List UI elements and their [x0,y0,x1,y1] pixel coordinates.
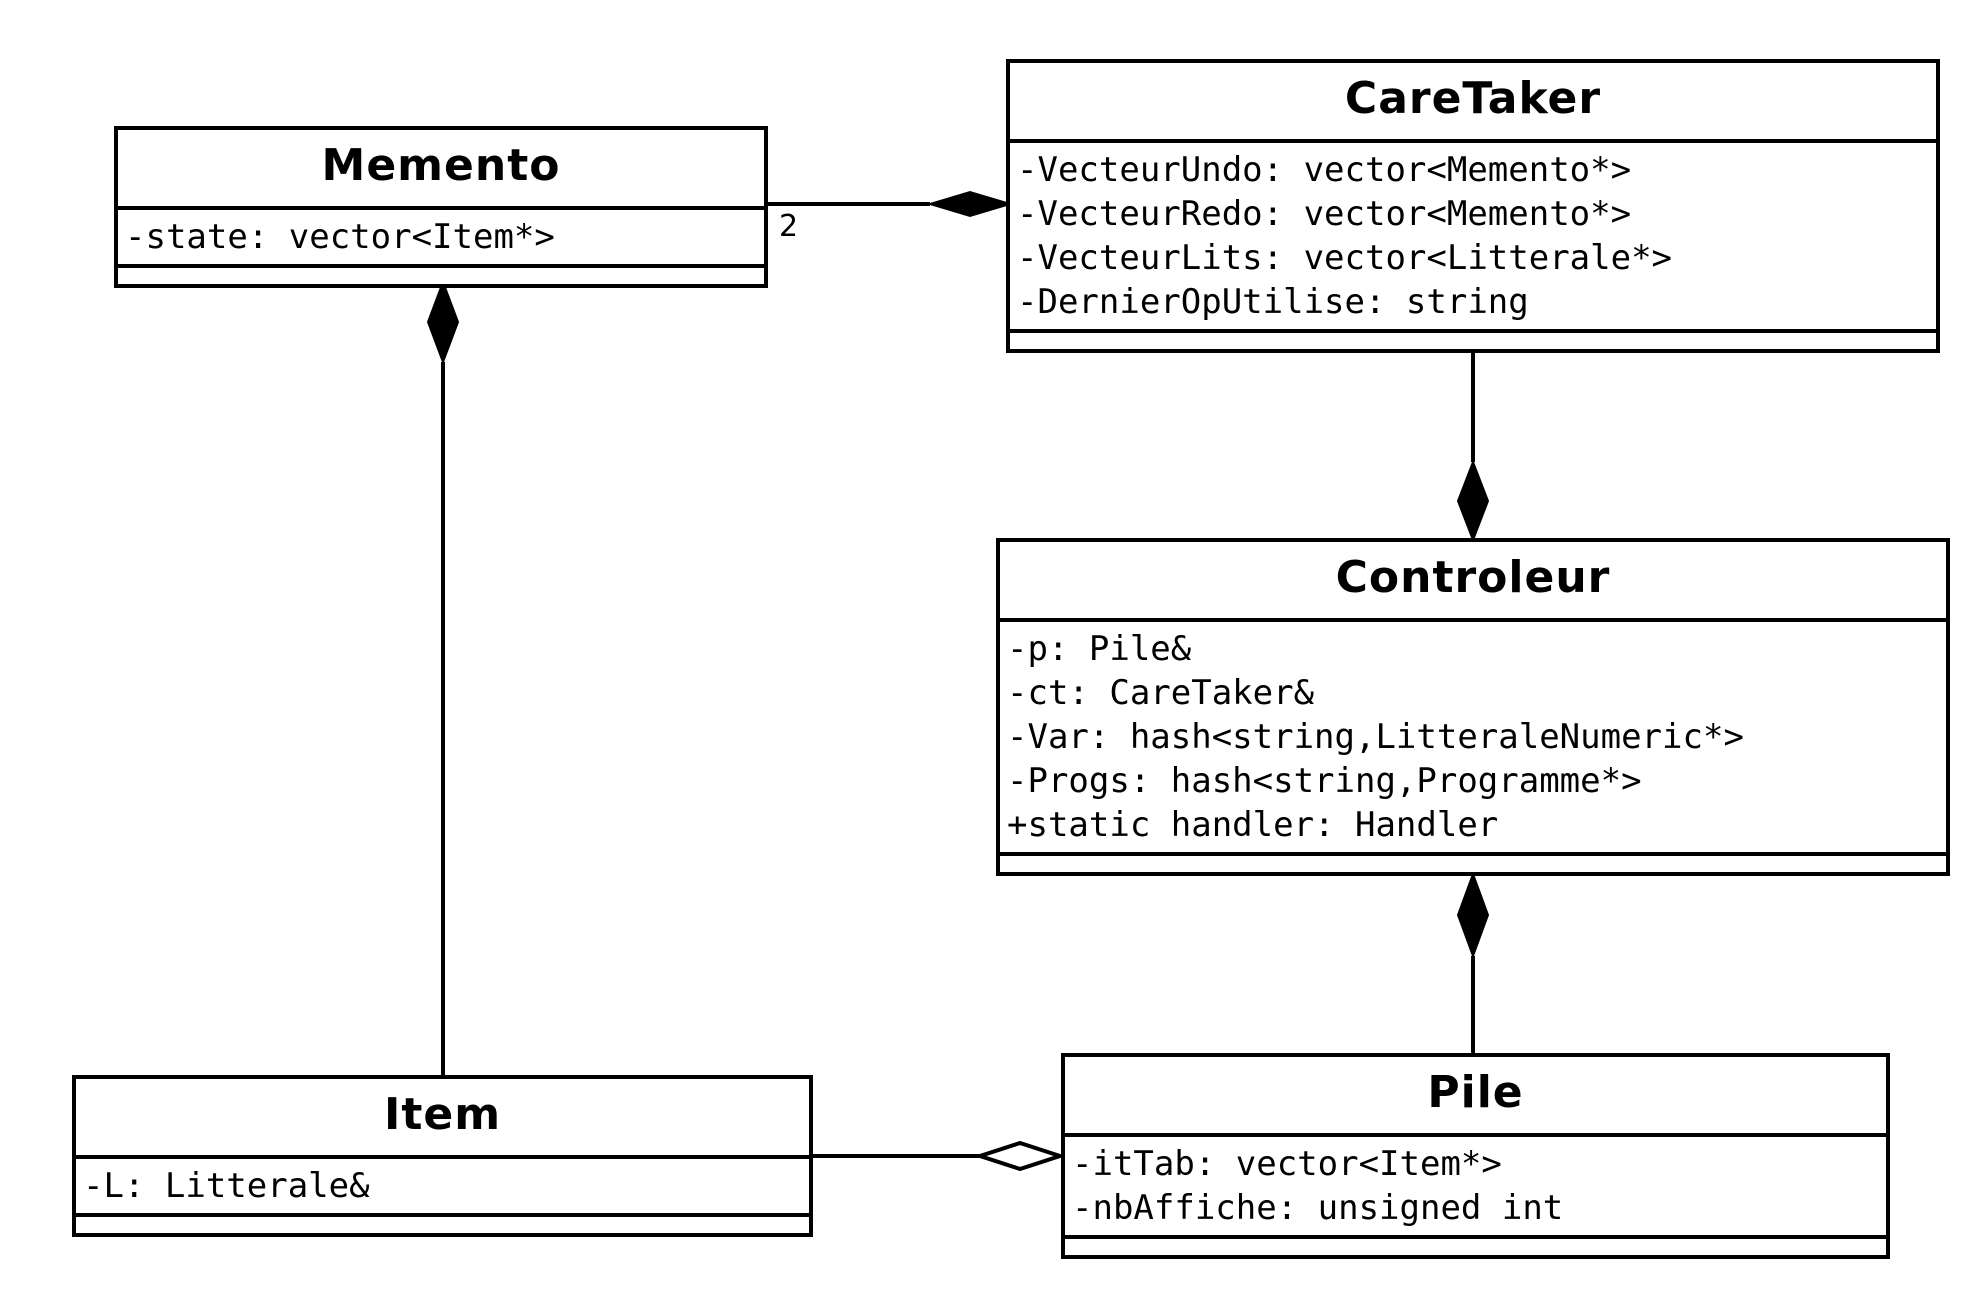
composition-diamond-controleur-pile [1456,871,1490,959]
class-caretaker[interactable]: CareTaker -VecteurUndo: vector<Memento*>… [1006,59,1940,353]
attribute: -itTab: vector<Item*> [1072,1144,1502,1184]
class-controleur[interactable]: Controleur -p: Pile& -ct: CareTaker& -Va… [996,538,1950,876]
operations-compartment [1065,1239,1886,1255]
composition-diamond-caretaker-memento [926,190,1014,218]
class-name: Controleur [1000,542,1946,622]
attribute: -DernierOpUtilise: string [1017,282,1529,322]
class-pile[interactable]: Pile -itTab: vector<Item*> -nbAffiche: u… [1061,1053,1890,1259]
attribute: -ct: CareTaker& [1007,673,1315,713]
aggregation-diamond-pile-item [973,1140,1067,1172]
attributes-compartment: -p: Pile& -ct: CareTaker& -Var: hash<str… [1000,622,1946,856]
operations-compartment [76,1217,809,1233]
attributes-compartment: -state: vector<Item*> [118,210,764,268]
attribute: -L: Litterale& [83,1166,370,1206]
attributes-compartment: -L: Litterale& [76,1159,809,1217]
composition-diamond-memento-item [426,279,460,365]
attribute: -p: Pile& [1007,629,1192,669]
attribute: -state: vector<Item*> [125,217,555,257]
attributes-compartment: -itTab: vector<Item*> -nbAffiche: unsign… [1065,1137,1886,1239]
attribute: -nbAffiche: unsigned int [1072,1188,1564,1228]
operations-compartment [118,268,764,284]
operations-compartment [1000,856,1946,872]
class-name: Memento [118,130,764,210]
multiplicity-label: 2 [779,209,799,244]
attribute: -VecteurUndo: vector<Memento*> [1017,150,1632,190]
class-name: CareTaker [1010,63,1936,143]
attribute: -VecteurLits: vector<Litterale*> [1017,238,1673,278]
composition-diamond-controleur-caretaker [1456,459,1490,543]
class-name: Pile [1065,1057,1886,1137]
operations-compartment [1010,333,1936,349]
class-memento[interactable]: Memento -state: vector<Item*> [114,126,768,288]
attribute: -Progs: hash<string,Programme*> [1007,761,1642,801]
attributes-compartment: -VecteurUndo: vector<Memento*> -VecteurR… [1010,143,1936,333]
attribute: -Var: hash<string,LitteraleNumeric*> [1007,717,1744,757]
class-item[interactable]: Item -L: Litterale& [72,1075,813,1237]
attribute: -VecteurRedo: vector<Memento*> [1017,194,1632,234]
class-name: Item [76,1079,809,1159]
attribute: +static handler: Handler [1007,805,1499,845]
